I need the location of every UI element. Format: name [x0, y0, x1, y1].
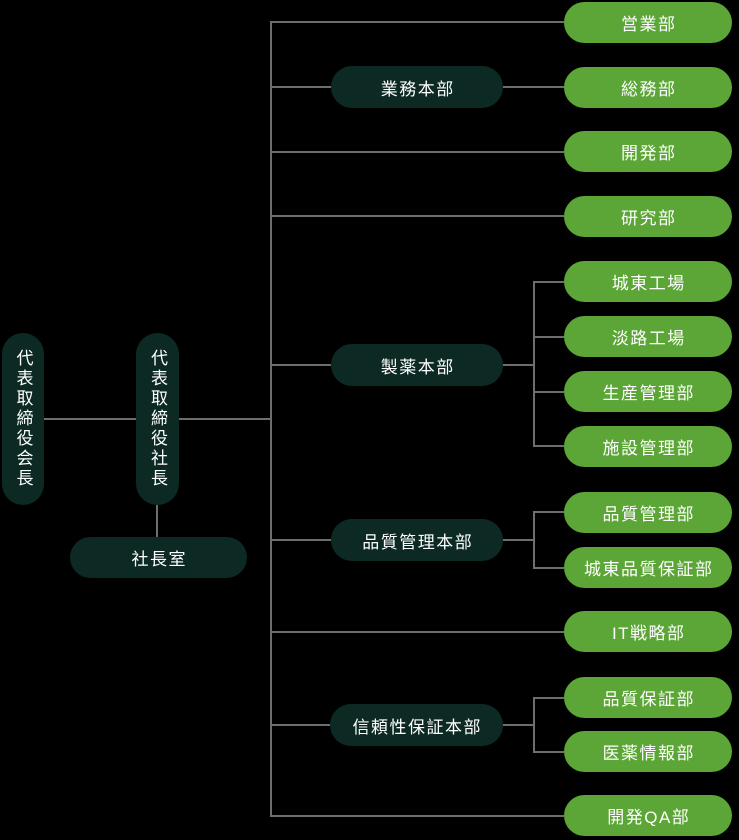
org-node-label: 城東品質保証部: [584, 560, 714, 579]
connector-line: [270, 539, 331, 541]
org-node-label: 業務本部: [380, 79, 455, 99]
connector-line: [156, 505, 158, 537]
org-node-label: 研究部: [621, 209, 677, 228]
org-node-dept-hinshitsu-hosho: 品質保証部: [564, 677, 732, 718]
connector-line: [533, 511, 535, 569]
org-node-division-gyomu: 業務本部: [331, 66, 503, 108]
org-node-dept-eigyo: 営業部: [564, 2, 732, 43]
connector-line: [503, 364, 535, 366]
connector-line: [533, 751, 564, 753]
org-node-label: 品質管理部: [602, 505, 695, 524]
connector-line: [270, 21, 564, 23]
connector-line: [503, 539, 535, 541]
org-node-label: 製薬本部: [380, 357, 455, 377]
org-node-label: 医薬情報部: [602, 744, 695, 763]
org-node-division-seiyaku: 製薬本部: [331, 344, 503, 386]
org-node-chairman: 代表取締役会長: [2, 333, 44, 505]
org-node-dept-somu: 総務部: [564, 67, 732, 108]
org-node-dept-hinshitsu-kanri: 品質管理部: [564, 492, 732, 533]
connector-line: [533, 281, 564, 283]
connector-line: [270, 86, 331, 88]
connector-line: [503, 724, 535, 726]
connector-line: [503, 86, 564, 88]
connector-line: [179, 418, 272, 420]
org-node-dept-joto-kojo: 城東工場: [564, 261, 732, 302]
org-node-dept-kaihatsu-qa: 開発QA部: [564, 795, 732, 836]
org-node-dept-seisan-kanri: 生産管理部: [564, 371, 732, 412]
org-node-label: 開発部: [621, 144, 677, 163]
org-node-dept-it-senryaku: IT戦略部: [564, 611, 732, 652]
org-node-label: IT戦略部: [611, 624, 686, 643]
org-node-label: 生産管理部: [602, 384, 695, 403]
org-node-label: 代表取締役会長: [13, 349, 33, 489]
org-node-dept-joto-hinshitsu-hosho: 城東品質保証部: [564, 547, 732, 588]
connector-line: [533, 511, 564, 513]
connector-line: [533, 391, 564, 393]
org-node-label: 品質管理本部: [362, 532, 474, 552]
org-node-label: 社長室: [131, 550, 187, 569]
org-node-label: 品質保証部: [602, 690, 695, 709]
connector-line: [533, 567, 564, 569]
org-node-president: 代表取締役社長: [136, 333, 179, 505]
org-node-label: 営業部: [621, 15, 677, 34]
connector-line: [270, 364, 331, 366]
org-node-dept-kenkyu: 研究部: [564, 196, 732, 237]
connector-line: [533, 445, 564, 447]
org-node-division-shinraisei-hosho: 信頼性保証本部: [330, 704, 503, 746]
connector-line: [270, 815, 564, 817]
connector-line: [270, 724, 330, 726]
connector-line: [270, 631, 564, 633]
org-node-label: 城東工場: [611, 274, 686, 293]
org-node-division-hinshitsu-kanri: 品質管理本部: [331, 519, 503, 561]
org-node-label: 信頼性保証本部: [352, 717, 482, 737]
connector-line: [270, 151, 564, 153]
connector-line: [270, 215, 564, 217]
connector-line: [533, 281, 535, 447]
org-node-label: 総務部: [621, 80, 677, 99]
org-node-label: 施設管理部: [602, 439, 695, 458]
connector-line: [270, 21, 272, 817]
org-node-label: 開発QA部: [607, 808, 691, 827]
org-node-president-office: 社長室: [70, 537, 247, 578]
org-node-label: 代表取締役社長: [148, 349, 167, 489]
connector-line: [533, 336, 564, 338]
org-node-dept-awaji-kojo: 淡路工場: [564, 316, 732, 357]
org-node-label: 淡路工場: [611, 329, 686, 348]
org-node-dept-shisetsu-kanri: 施設管理部: [564, 426, 732, 467]
connector-line: [533, 697, 564, 699]
org-node-dept-iyaku-joho: 医薬情報部: [564, 731, 732, 772]
connector-line: [533, 697, 535, 753]
connector-line: [44, 418, 136, 420]
org-node-dept-kaihatsu: 開発部: [564, 131, 732, 172]
